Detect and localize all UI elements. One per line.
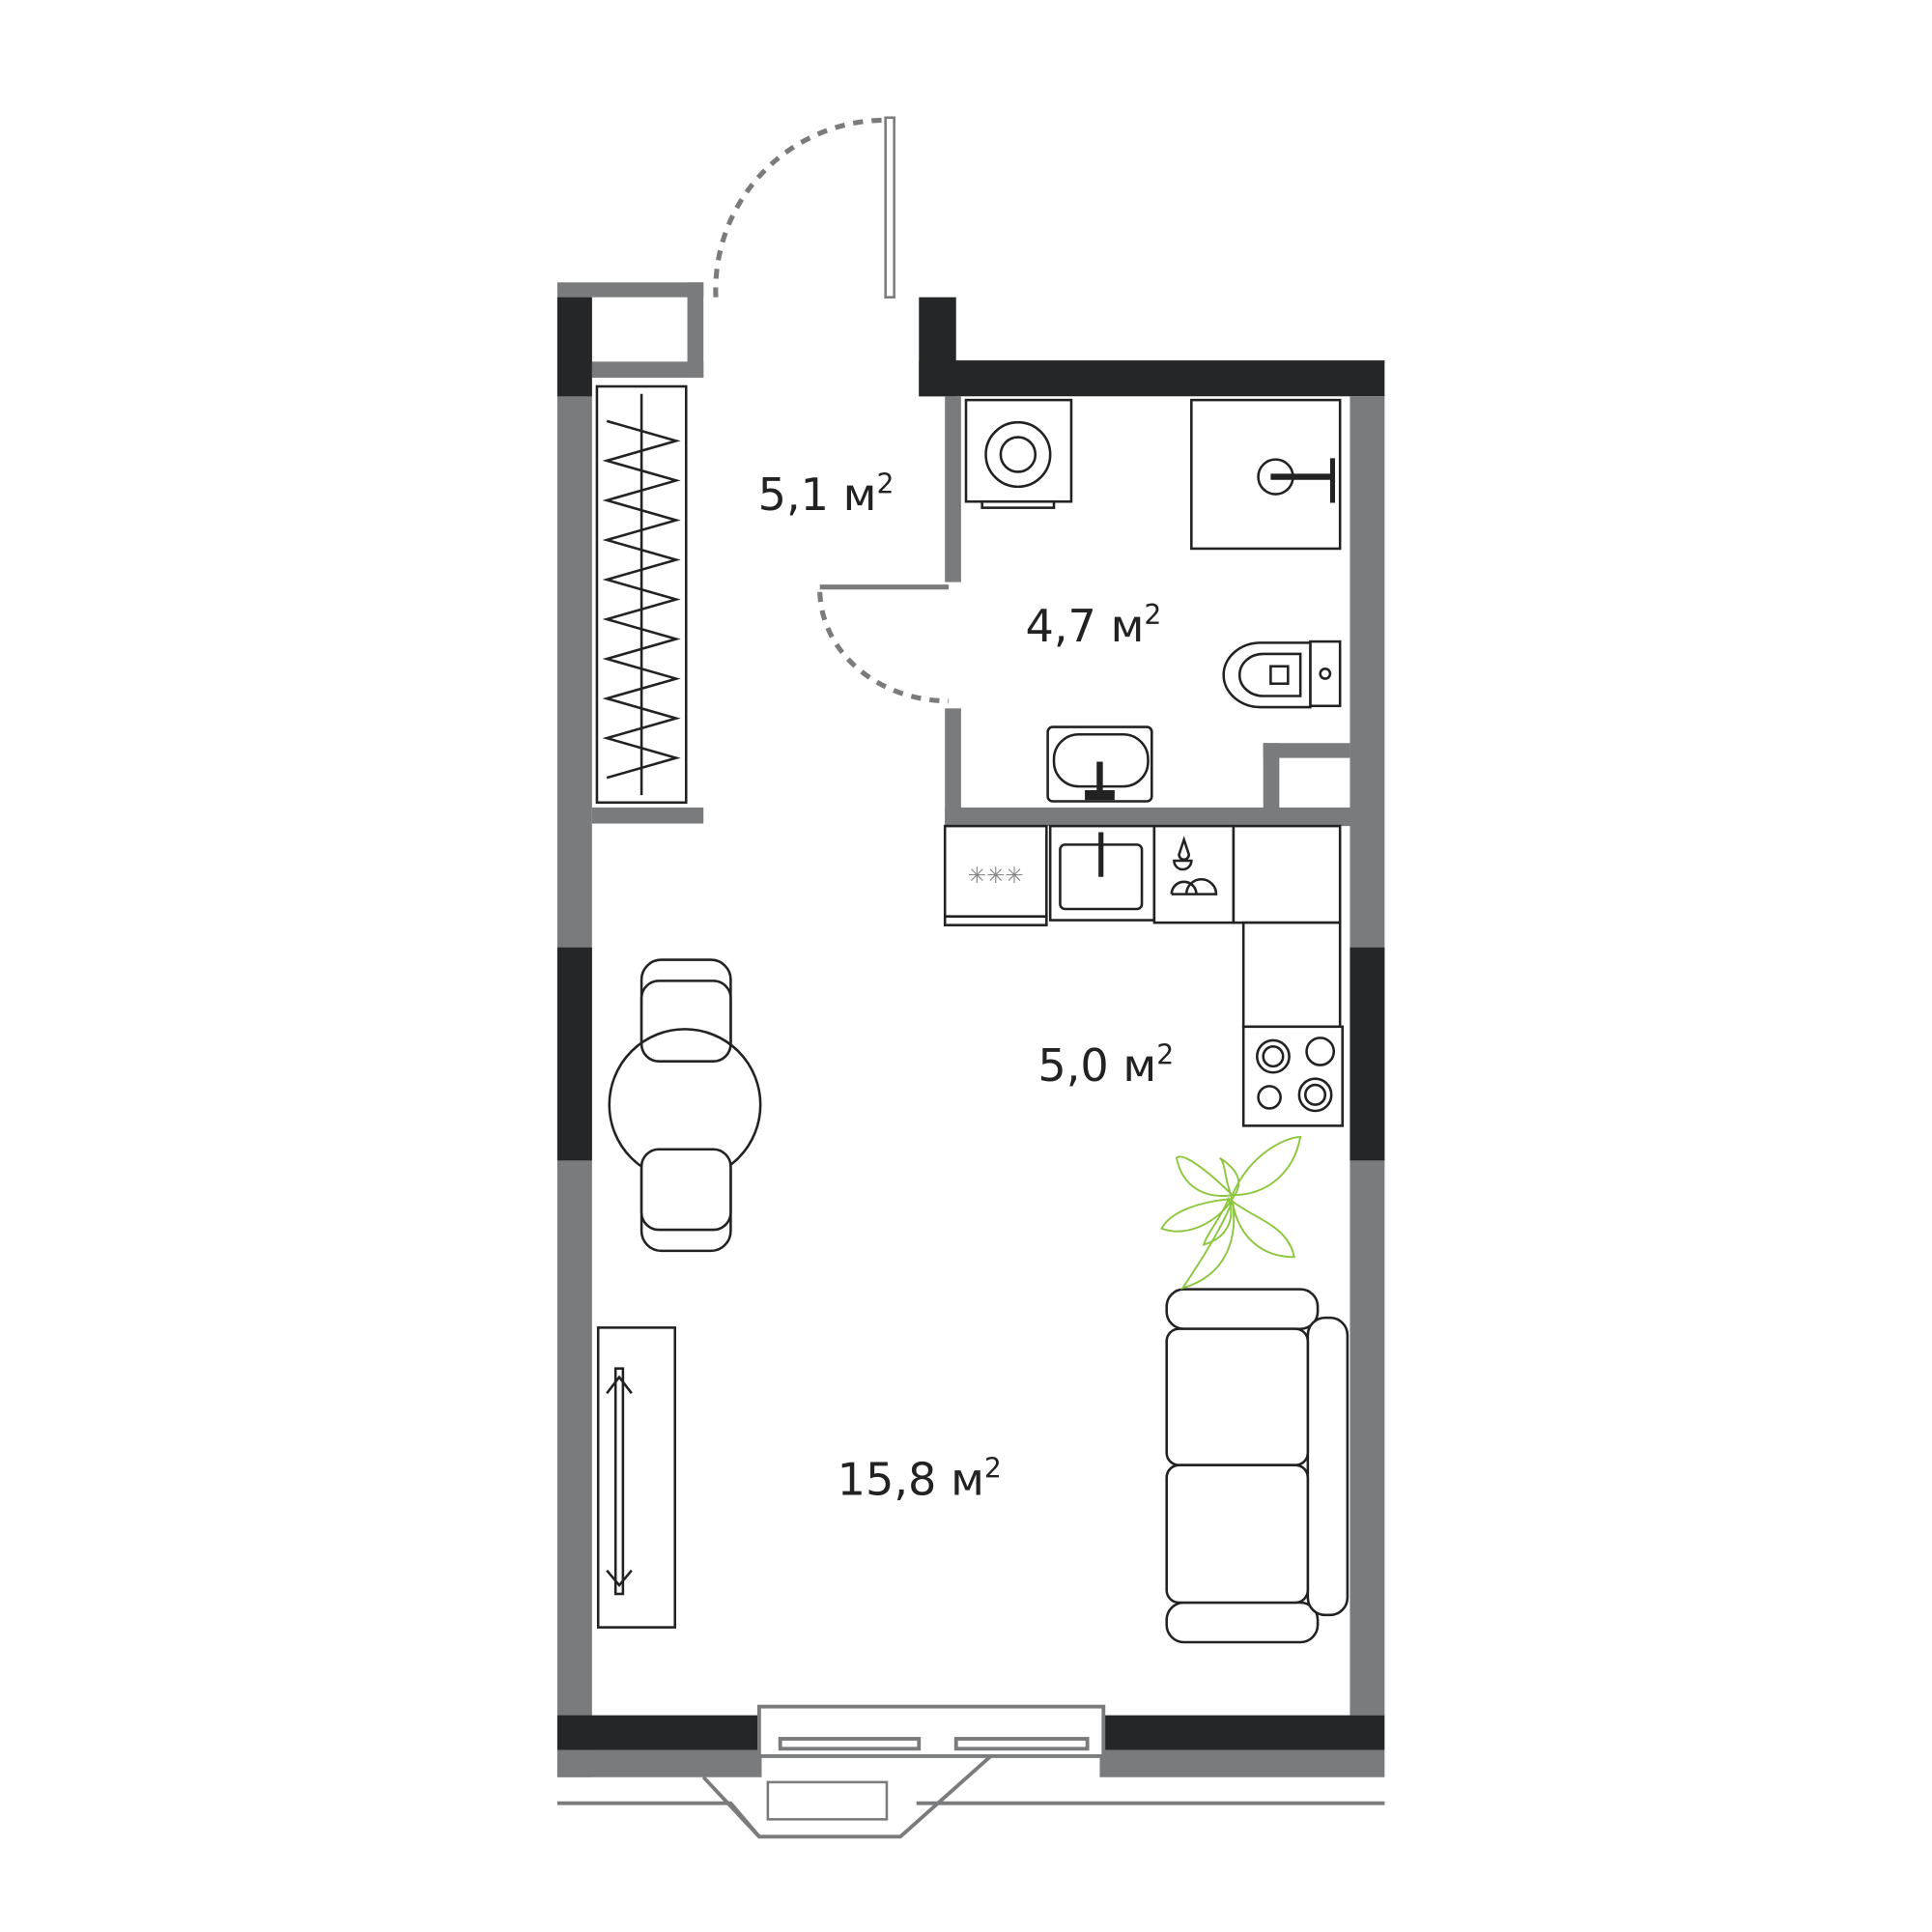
kitchen-counter: ✳✳✳ [943, 824, 1345, 1127]
entrance-door[interactable] [713, 116, 895, 298]
shower [1190, 398, 1342, 551]
tv-stand [596, 1326, 676, 1629]
walls [556, 282, 1385, 1777]
svg-text:✳✳✳: ✳✳✳ [968, 864, 1024, 889]
room-area-hallway: 5,1 м2 [758, 468, 895, 521]
window [556, 1704, 1385, 1839]
sofa [1165, 1288, 1350, 1644]
room-area-kitchen: 5,0 м2 [1037, 1038, 1174, 1092]
room-area-bathroom: 4,7 м2 [1026, 599, 1162, 652]
dining-table [608, 958, 762, 1253]
washing-machine [964, 398, 1073, 509]
plant-icon [1160, 1135, 1302, 1290]
washbasin [1046, 725, 1153, 803]
bathroom-door[interactable] [817, 584, 950, 704]
toilet [1222, 639, 1342, 709]
wardrobe [595, 384, 688, 805]
room-area-living-room: 15,8 м2 [838, 1452, 1002, 1505]
